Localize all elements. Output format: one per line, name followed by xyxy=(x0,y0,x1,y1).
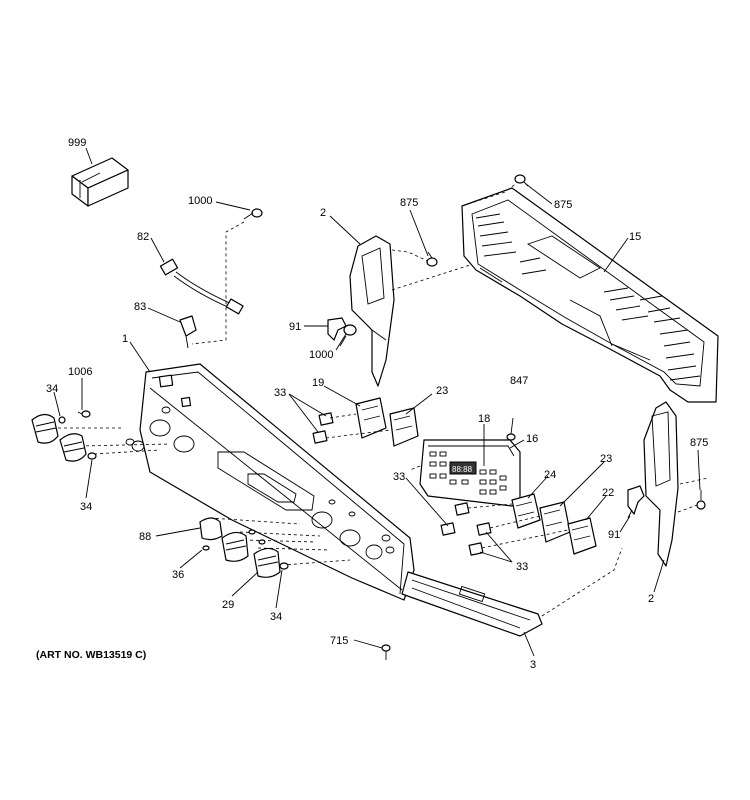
callout-33-upper: 33 xyxy=(274,387,286,399)
callout-23-lower: 23 xyxy=(600,453,612,465)
panel-slots-left xyxy=(475,213,547,283)
part-15-rear-panel xyxy=(461,181,719,403)
part-2-endcap-right xyxy=(643,401,709,567)
callout-33-lower: 33 xyxy=(516,561,528,573)
callout-715: 715 xyxy=(330,635,348,647)
callout-18: 18 xyxy=(478,413,490,425)
part-847-screw xyxy=(506,417,516,441)
callout-22: 22 xyxy=(602,487,614,499)
part-83-connector xyxy=(179,315,197,349)
part-715-screw xyxy=(381,644,391,660)
callout-19: 19 xyxy=(312,377,324,389)
callout-16: 16 xyxy=(526,433,538,445)
callout-91-left: 91 xyxy=(289,321,301,333)
callout-15: 15 xyxy=(629,231,641,243)
callout-2-left: 2 xyxy=(320,207,326,219)
part-875-screw-c xyxy=(696,490,706,510)
callout-34-bottom: 34 xyxy=(270,611,282,623)
callout-875-right: 875 xyxy=(690,437,708,449)
callout-1: 1 xyxy=(122,333,128,345)
callout-82: 82 xyxy=(137,231,149,243)
part-2-endcap-left xyxy=(349,235,471,387)
callout-36: 36 xyxy=(172,569,184,581)
callout-34-left-upper: 34 xyxy=(46,383,58,395)
part-82-harness xyxy=(159,258,244,315)
callout-29: 29 xyxy=(222,599,234,611)
part-91-clip-a xyxy=(327,317,357,347)
callout-847: 847 xyxy=(510,375,528,387)
callout-875-topright: 875 xyxy=(554,199,572,211)
callout-999: 999 xyxy=(68,137,86,149)
part-3-trim xyxy=(401,547,623,637)
callout-1000-mid: 1000 xyxy=(309,349,333,361)
panel-slots-right xyxy=(603,287,701,381)
switches-upper xyxy=(312,397,419,447)
callout-1006: 1006 xyxy=(68,366,92,378)
part-1000-screw-top xyxy=(191,208,263,345)
panel-dials-right xyxy=(311,499,395,560)
part-999-box xyxy=(71,157,129,207)
leader-lines xyxy=(53,147,701,657)
part-18-control-board: 88:88 xyxy=(409,439,521,507)
callout-91-right: 91 xyxy=(608,529,620,541)
callout-875-upper: 875 xyxy=(400,197,418,209)
callout-23-upper: 23 xyxy=(436,385,448,397)
switches-lower xyxy=(440,493,597,556)
callout-33-mid: 33 xyxy=(393,471,405,483)
callout-2-right: 2 xyxy=(648,593,654,605)
callout-1000-top: 1000 xyxy=(188,195,212,207)
knobs-bottom xyxy=(199,517,289,578)
callout-88: 88 xyxy=(139,531,151,543)
callout-3: 3 xyxy=(530,659,536,671)
part-1-control-panel xyxy=(46,363,415,601)
part-875-screw-a xyxy=(426,251,438,267)
art-number: (ART NO. WB13519 C) xyxy=(36,649,146,661)
keypad-buttons xyxy=(429,451,507,495)
callout-labels: 999 1000 82 83 1 1006 34 34 2 875 875 15… xyxy=(46,137,708,671)
callout-34-left-lower: 34 xyxy=(80,501,92,513)
callout-24: 24 xyxy=(544,469,556,481)
callout-83: 83 xyxy=(134,301,146,313)
display-readout: 88:88 xyxy=(452,465,473,474)
part-91-clip-b xyxy=(627,485,645,519)
knobs-left xyxy=(31,410,97,462)
